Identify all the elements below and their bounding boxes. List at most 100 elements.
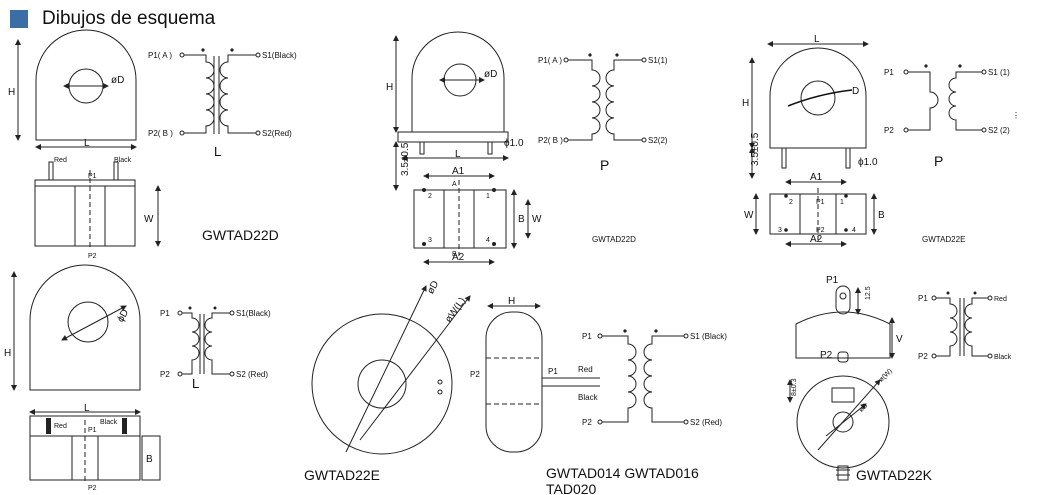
bottom-view-outline — [413, 189, 507, 249]
pin-p1: P1( A ) — [538, 56, 562, 65]
front-view-outline — [411, 31, 505, 133]
pin-diameter-label: ϕ1.0 — [504, 138, 524, 149]
tab-length-label: 12.5 — [865, 286, 872, 300]
front-view-outline — [769, 47, 867, 149]
model-label-3: GWTAD22E — [922, 235, 965, 244]
wire-red: Red — [54, 157, 67, 164]
wire-through — [787, 89, 853, 107]
model-label-6: GWTAD22K — [856, 467, 933, 483]
pin-s1: S1(1) — [648, 56, 668, 65]
pin-diameter-label: ϕ1.0 — [858, 157, 878, 168]
pin-number-3: 3 — [428, 237, 432, 244]
housing-outline — [795, 311, 891, 359]
section-header: Dibujos de esquema — [10, 6, 215, 32]
pin-number-1: 1 — [486, 193, 490, 200]
pin-p1: P1 — [160, 309, 170, 318]
thickness-label: 8±0.3 — [791, 378, 798, 396]
toroid-inner — [357, 359, 407, 409]
pin-number-4: 4 — [486, 237, 490, 244]
pin-b: B — [452, 251, 457, 258]
width-label: W — [144, 214, 154, 225]
wire-red: Red — [54, 423, 67, 430]
pin-s1: S1(Black) — [236, 309, 271, 318]
pin-p1: P1( A ) — [148, 51, 172, 60]
diameter-label: øD — [111, 75, 124, 86]
wire-black: Black — [114, 157, 132, 164]
pin-p2-side: P2 — [470, 370, 480, 379]
pin-s2: S2 (2) — [988, 126, 1010, 135]
pin-height-label: 3.5±0.5 — [750, 132, 761, 166]
schematic-letter: L — [192, 376, 199, 391]
pin-p2: P2 — [820, 350, 833, 361]
continuation-mark: ⋮ — [1012, 111, 1020, 120]
pin-p2-schematic: P2 — [918, 352, 928, 361]
pin-p2-side: P2 — [88, 485, 97, 492]
core-hole — [800, 80, 836, 116]
toroid-outer — [311, 313, 453, 455]
height-label: H — [386, 82, 393, 93]
diameter-label: D — [852, 86, 859, 97]
model-label-1: GWTAD22D — [202, 227, 279, 243]
a2-label: A2 — [452, 252, 465, 263]
front-view-outline — [35, 29, 137, 141]
pin-s1: S1 (Black) — [690, 332, 727, 341]
pin-number-3: 3 — [778, 227, 782, 234]
height-label: H — [742, 98, 749, 109]
pin-p1-bottom: P1 — [816, 199, 825, 206]
inner-diameter-label: øB — [858, 402, 870, 414]
panel-gwtad22d-2: øD H ϕ1.0 L 3.5±0.5 P1( A ) P2( B ) S1(1… — [386, 31, 668, 265]
inner-diameter-label: øW(L) — [443, 296, 468, 325]
outer-diameter-label: ø(W) — [878, 368, 894, 384]
pin-p1: P1 — [884, 68, 894, 77]
model-label-4: GWTAD22E — [304, 467, 380, 483]
pin-p2: P2( B ) — [538, 136, 563, 145]
panel-gwtad22k: P1 12.5 V P2 ø(W) øB 8±0.3 GWTAD22K P1 P… — [787, 275, 1012, 483]
pin-p1-side: P1 — [88, 173, 97, 180]
pin-number-4: 4 — [852, 227, 856, 234]
wire-black: Black — [100, 419, 118, 426]
pin-s2: S2 (Red) — [236, 370, 268, 379]
pin-p1: P1 — [582, 332, 592, 341]
width-label: W — [532, 214, 542, 225]
pin-s1: S1(Black) — [262, 51, 297, 60]
toroid-side-outline — [485, 311, 543, 453]
v-label: V — [896, 334, 903, 345]
a1-label: A1 — [810, 172, 823, 183]
pin-p2: P2 — [884, 126, 894, 135]
pin-number-2: 2 — [789, 199, 793, 206]
wire-red: Red — [994, 296, 1007, 303]
diameter-label: øD — [484, 69, 497, 80]
pin-s2: S2(Red) — [262, 129, 292, 138]
b-label: B — [878, 210, 885, 221]
length-label: L — [455, 149, 461, 160]
side-view-outline — [34, 179, 136, 247]
pin-s1: S1 (1) — [988, 68, 1010, 77]
pin-a: A — [452, 181, 457, 188]
panel-gwtad22e-1: L D H ϕ1.0 3.5±0.5 P1 P2 S1 (1) S2 (2) ⋮… — [742, 34, 1020, 247]
section-title: Dibujos de esquema — [42, 8, 216, 29]
height-label: H — [508, 296, 515, 307]
panel-gwtad22e-2: ϕD H P1 P2 S1(Black) S2 (Red) L L Red Bl… — [4, 264, 271, 492]
section-marker-icon — [10, 10, 28, 28]
pin-number-2: 2 — [428, 193, 432, 200]
length-label: L — [814, 34, 820, 45]
model-label-5b: TAD020 — [546, 481, 597, 495]
pin-p2: P2 — [582, 418, 592, 427]
panel-toroid: øD øW(L) GWTAD22E H P2 P1 Red Black P1 P… — [304, 279, 727, 495]
core-hole — [67, 301, 109, 343]
pin-p1-side: P1 — [88, 427, 97, 434]
height-label: H — [4, 348, 11, 359]
schematic-letter: P — [934, 153, 943, 169]
round-view-inner — [832, 411, 854, 433]
schematic-letter: P — [600, 157, 609, 173]
a1-label: A1 — [452, 166, 465, 177]
length-label: L — [84, 403, 90, 414]
pin-p1: P1 — [826, 275, 839, 286]
length-label: L — [84, 138, 90, 149]
wire-red: Red — [578, 365, 593, 374]
wire-black: Black — [578, 393, 599, 402]
panel-gwtad22d-1: øD H L P1( A ) P2( B ) S1(Black) S2(Red)… — [8, 29, 297, 260]
pin-height-label: 3.5±0.5 — [400, 142, 411, 176]
b-label: B — [146, 454, 153, 465]
